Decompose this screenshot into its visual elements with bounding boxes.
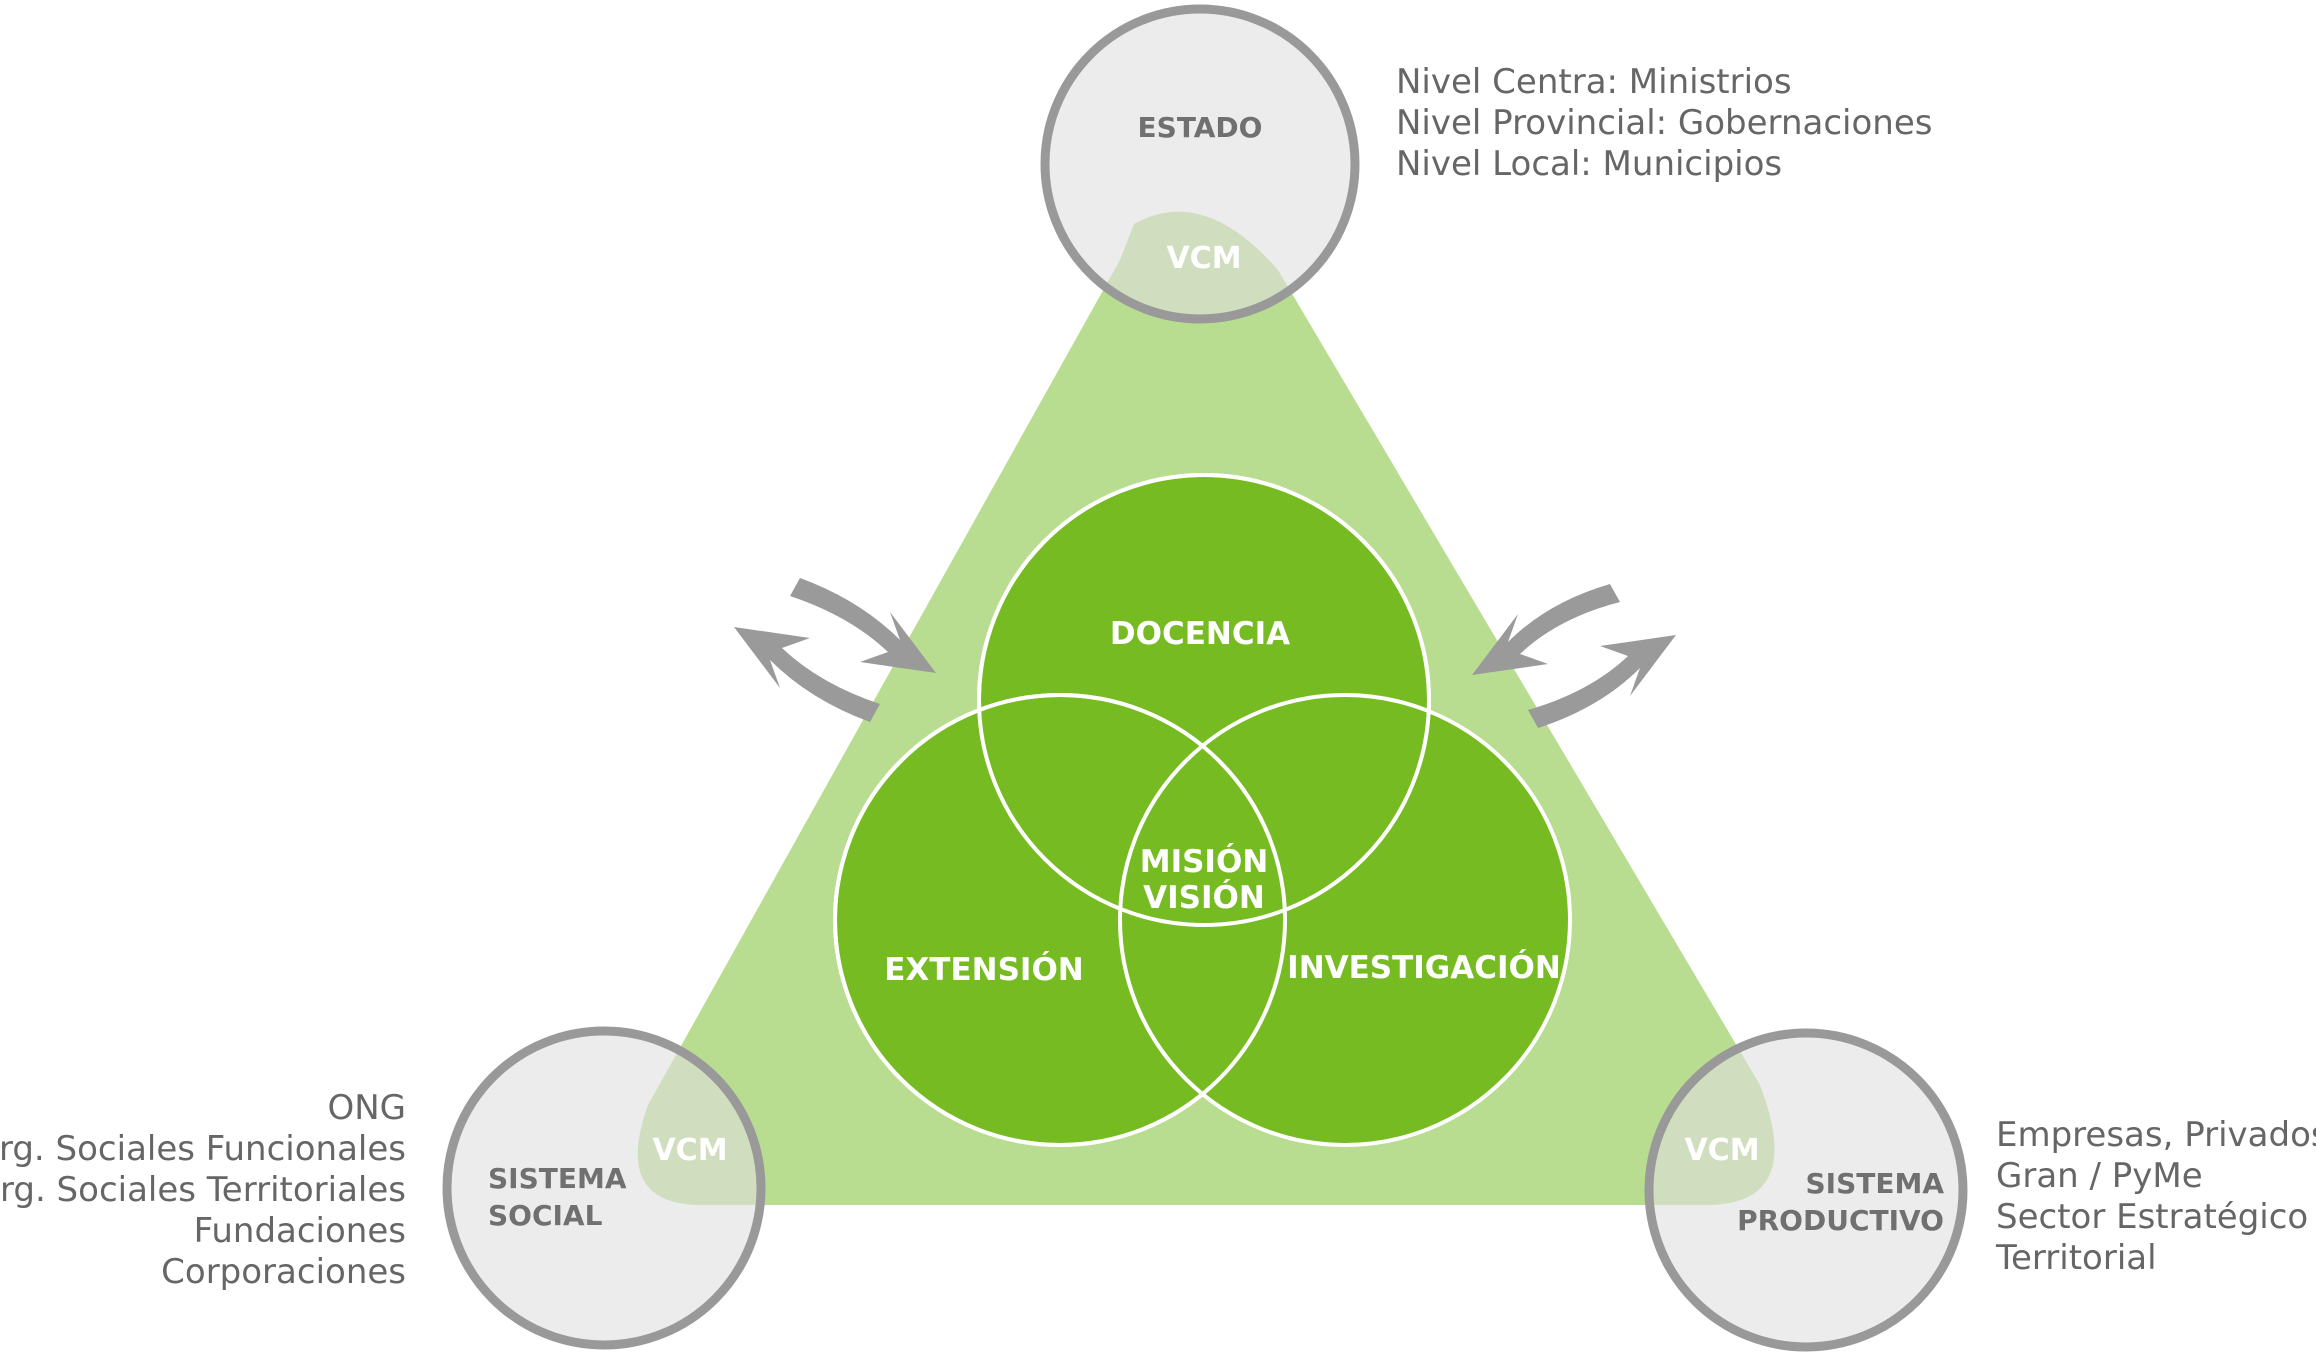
svg-text:Org. Sociales Funcionales: Org. Sociales Funcionales [0,1129,406,1169]
extension-label: EXTENSIÓN [884,951,1084,988]
refresh-arrows-icon [734,578,936,722]
social-description: ONG Org. Sociales Funcionales Org. Socia… [0,1088,406,1292]
svg-text:Nivel Centra: Ministrios: Nivel Centra: Ministrios [1396,62,1792,102]
venn-diagram [833,473,1572,1147]
investigacion-label: INVESTIGACIÓN [1287,949,1561,986]
social-label-line-1: SISTEMA [488,1162,627,1195]
node-estado [1040,4,1360,324]
svg-text:Sector Estratégico: Sector Estratégico [1996,1197,2308,1237]
svg-text:Nivel Provincial: Gobernacione: Nivel Provincial: Gobernaciones [1396,103,1932,143]
svg-text:ONG: ONG [327,1088,406,1128]
svg-text:Nivel Local: Municipios: Nivel Local: Municipios [1396,144,1782,184]
svg-text:Gran / PyMe: Gran / PyMe [1996,1156,2203,1196]
docencia-label: DOCENCIA [1110,616,1290,652]
mision-label: MISIÓN [1140,843,1269,880]
estado-label: ESTADO [1138,111,1263,144]
node-sistema-productivo [1644,1028,1968,1352]
refresh-arrows-icon [1472,584,1676,728]
social-vcm-label: VCM [652,1133,727,1168]
estado-vcm-label: VCM [1166,241,1241,276]
svg-text:Fundaciones: Fundaciones [194,1211,406,1251]
productivo-label-line-1: SISTEMA [1805,1167,1944,1200]
productivo-vcm-label: VCM [1684,1133,1759,1168]
social-label-line-2: SOCIAL [488,1199,603,1232]
svg-text:Org. Sociales Territoriales: Org. Sociales Territoriales [0,1170,406,1210]
productivo-description: Empresas, Privados, Gran / PyMe Sector E… [1995,1115,2316,1278]
svg-text:Empresas, Privados,: Empresas, Privados, [1996,1115,2316,1155]
svg-text:Corporaciones: Corporaciones [161,1252,406,1292]
node-sistema-social [442,1026,766,1350]
venn-circle-investigacion [1118,693,1572,1147]
svg-text:Territorial: Territorial [1995,1238,2157,1278]
vision-label: VISIÓN [1143,879,1265,916]
estado-description: Nivel Centra: Ministrios Nivel Provincia… [1396,62,1932,184]
productivo-label-line-2: PRODUCTIVO [1737,1204,1944,1237]
